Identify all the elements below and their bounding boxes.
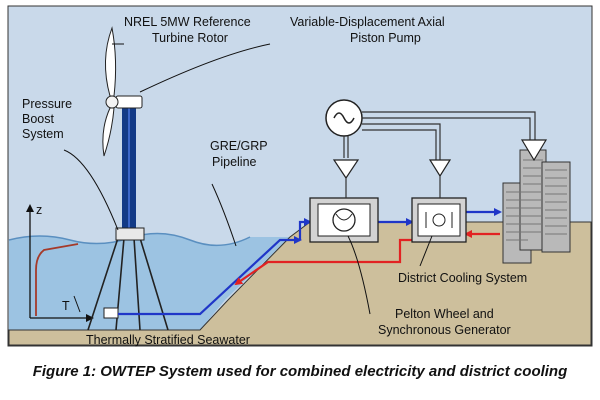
pressure-boost-box — [115, 227, 145, 241]
pressure-label-line3: System — [22, 127, 64, 141]
intake-pump — [103, 307, 119, 319]
depth-temperature-axes — [26, 204, 94, 322]
rotor-label-line2: Turbine Rotor — [152, 31, 228, 45]
district-cooling-unit — [411, 197, 467, 243]
transformers — [332, 139, 548, 180]
pump-label-line1: Variable-Displacement Axial — [290, 15, 445, 29]
pelton-wheel-unit — [309, 197, 379, 243]
city-buildings — [502, 149, 571, 264]
leader-lines — [63, 43, 433, 315]
pelton-feed-pipe — [298, 218, 312, 240]
feed-links — [345, 176, 441, 198]
rotor-label-line1: NREL 5MW Reference — [124, 15, 251, 29]
axis-t-label: T — [62, 299, 70, 313]
blade-upper — [104, 26, 117, 97]
pelton-label-line2: Synchronous Generator — [378, 323, 511, 337]
power-lines — [343, 111, 536, 160]
seawater-label: Thermally Stratified Seawater — [86, 333, 250, 347]
intake-pipe — [118, 236, 302, 316]
figure-caption: Figure 1: OWTEP System used for combined… — [33, 363, 568, 380]
nacelle — [115, 95, 143, 109]
blade-lower — [102, 107, 115, 157]
temperature-profile — [35, 243, 79, 316]
district-label: District Cooling System — [398, 271, 527, 285]
sea-area — [9, 233, 290, 330]
pump-label-line2: Piston Pump — [350, 31, 421, 45]
pressure-label-line1: Pressure — [22, 97, 72, 111]
pipeline-label-line1: GRE/GRP — [210, 139, 268, 153]
generator — [325, 99, 363, 137]
pressure-label-line2: Boost — [22, 112, 54, 126]
rotor-hub — [105, 95, 119, 109]
wind-turbine — [87, 26, 169, 331]
building-3 — [541, 161, 571, 253]
pelton-label-line1: Pelton Wheel and — [395, 307, 494, 321]
warm-return-pipes — [234, 230, 500, 286]
jacket-foundation — [87, 237, 169, 331]
cold-water-pipes — [118, 208, 502, 316]
pipeline-label-line2: Pipeline — [212, 155, 257, 169]
axis-z-label: z — [36, 203, 42, 217]
outfall-pipe — [234, 238, 412, 286]
